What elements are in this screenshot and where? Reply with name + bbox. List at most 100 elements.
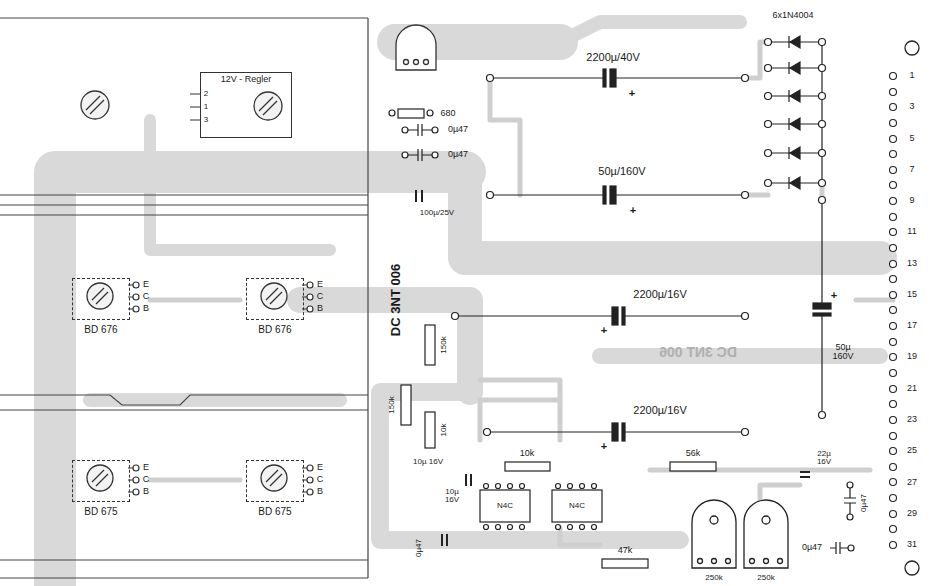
copper-trace [760,485,800,500]
pin-name: 2 [204,90,208,98]
diode-symbol [765,150,772,157]
connector-pad [890,433,897,440]
electrolytic-capacitor [742,313,749,320]
to92-outline [424,60,429,65]
electrolytic-capacitor [603,69,606,87]
part-value: 0µ47 [448,125,468,134]
transistor-package: BD 676 [68,274,134,350]
part-value: 0µ47 [448,150,468,159]
connector-pad [890,542,897,549]
heatsink-outline [0,204,368,205]
pin-number: 3 [909,103,914,112]
diode-symbol [819,121,826,128]
copper-area [55,22,880,585]
resistor-symbol [398,109,424,118]
trimmer-outline [698,559,703,564]
part-name: BD 676 [68,324,134,335]
heatsink-outline [0,18,368,578]
heatsink-outline [0,214,368,215]
copper-trace [856,298,893,303]
ic-outline [520,525,525,530]
ic-outline [552,490,602,522]
resistor-symbol [425,412,435,448]
connector-pad [890,526,897,533]
pin-number: 31 [907,540,917,549]
capacitor-symbol [848,545,854,551]
connector-pad [890,464,897,471]
ic-outline [496,484,501,489]
transistor-pin [133,294,139,300]
transistor-pin [307,477,313,483]
electrolytic-capacitor [494,77,741,78]
resistor-symbol [505,462,550,471]
ic-outline [592,484,597,489]
pin-number: 7 [909,165,914,174]
pin-number: 13 [907,259,917,268]
trimmer-outline [692,500,736,568]
connector-pad [890,229,897,236]
electrolytic-capacitor [819,197,826,204]
ic-outline [480,490,530,522]
transistor-pin [302,285,307,309]
capacitor-symbol [408,124,432,136]
pin-name: E [143,280,149,289]
resistor-symbol [602,559,648,568]
part-value: 6x1N4004 [772,11,813,20]
heatsink-outline [0,409,368,410]
connector-pad [890,151,897,158]
diode-symbol [765,93,772,100]
part-name: BD 675 [242,506,308,517]
part-value: 0µ47 [415,539,423,557]
pin-name: B [143,304,149,313]
capacitor-symbol [432,127,438,133]
electrolytic-capacitor [742,75,749,82]
part-name: BD 676 [242,324,308,335]
mounting-hole [905,41,919,575]
pin-name: B [317,304,323,313]
electrolytic-capacitor [742,429,749,436]
part-value: 50µ/160V [598,166,645,178]
mounting-screw [261,465,287,491]
connector-pad [890,495,897,502]
diode-symbol [765,36,826,189]
connector-pad [890,448,897,455]
electrolytic-capacitor [487,192,494,199]
part-value: 100µ/25V [420,209,454,217]
pin-name: E [317,463,323,472]
ic-outline [484,525,489,530]
trimmer-outline [710,516,718,524]
package-outline [246,460,304,502]
copper-trace [150,298,240,303]
transistor-package: BD 675 [242,456,308,532]
copper-area [150,120,330,250]
trimmer-outline [762,516,770,524]
transistor-pin [128,282,313,495]
pin-number: 23 [907,415,917,424]
part-value: 150k [388,396,396,413]
part-value: 2200µ/40V [586,52,639,64]
electrolytic-capacitor [622,307,625,325]
transistor-package: BD 676 [242,274,308,350]
resistor-symbol [427,110,433,116]
copper-area [55,172,465,585]
part-value: 2200µ/16V [633,405,686,417]
mounting-screw [259,97,277,115]
electrolytic-capacitor [494,194,741,195]
electrolytic-capacitor [484,429,491,436]
connector-pad [890,354,897,361]
heatsink-outline [367,18,368,578]
part-value: 50µ 160V [828,343,858,362]
pin-name: C [143,475,150,484]
transistor-pin [133,282,139,288]
capacitor-symbol [847,514,853,520]
diode-symbol [765,180,772,187]
connector-pad [890,370,897,377]
transistor-pin [128,285,133,309]
part-value: 22µ 16V [812,450,836,467]
diode-symbol [819,93,826,100]
package-outline [72,460,130,502]
capacitor-symbol [847,482,853,488]
pin-name: C [143,292,150,301]
capacitor-symbol [800,472,810,477]
part-value: 10µ 16V [441,488,463,505]
